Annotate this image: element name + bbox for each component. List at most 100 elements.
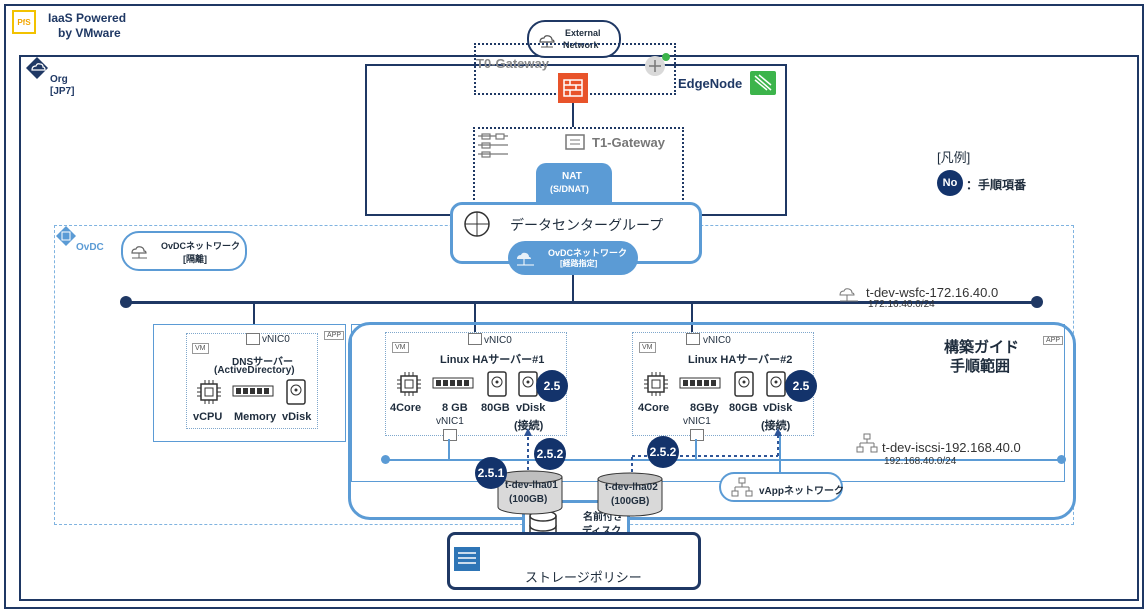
disk-lha02-line1: t-dev-lha02	[605, 482, 658, 493]
legend-title: [凡例]	[937, 150, 971, 165]
scope-line2: 手順範囲	[950, 358, 1011, 375]
storage-policy	[447, 532, 701, 590]
dns-cpu-label: vCPU	[193, 411, 223, 423]
cpu-icon	[196, 379, 222, 405]
brand-title-line1: IaaS Powered	[48, 11, 127, 25]
ha1-vm-tag: VM	[392, 342, 409, 353]
drop-ha2	[691, 303, 693, 333]
pfs-logo: PfS	[12, 10, 36, 34]
ovdc-label: OvDC	[76, 242, 104, 253]
ovdc-routed-line2: [経路指定]	[560, 259, 598, 268]
ha1-nic1-label: vNIC1	[436, 416, 464, 427]
wsfc-network-icon	[838, 286, 862, 304]
vapp-network: vAppネットワーク	[719, 472, 844, 502]
t1-router-icon	[564, 131, 586, 153]
ovdc-network-isolated: OvDCネットワーク [隔離]	[121, 231, 247, 271]
ha2-cpu: 4Core	[638, 402, 670, 414]
named-disk-line1: 名前付き	[583, 512, 623, 523]
external-network-line1: External	[565, 28, 601, 38]
bus-end-left	[120, 296, 132, 308]
ha1-nic1-icon	[443, 429, 457, 441]
ha1-nic1-drop	[448, 439, 450, 460]
ovdc-routed-line1: OvDCネットワーク	[548, 248, 628, 258]
iscsi-network-icon	[856, 433, 878, 455]
ha2-nic1-drop	[695, 439, 697, 460]
dns-nic-label: vNIC0	[262, 334, 290, 345]
disk-lha01: t-dev-lha01 (100GB)	[497, 470, 563, 516]
datacenter-group-label: データセンターグループ	[510, 217, 664, 233]
ovdc-network-routed: OvDCネットワーク [経路指定]	[508, 241, 638, 275]
cloud-network-icon	[131, 246, 147, 259]
iscsi-network-bus	[385, 459, 1062, 461]
router-icon	[644, 53, 670, 76]
ha-vapp-box	[351, 324, 1065, 482]
dns-app-tag: APP	[324, 331, 345, 340]
vapp-to-vdisk-line	[779, 432, 781, 472]
nat-line1: NAT	[562, 171, 582, 182]
scope-box	[348, 322, 1076, 520]
ha1-vdisk-line1: vDisk	[516, 402, 546, 414]
external-network-line2: Network	[563, 40, 599, 50]
disk-icon	[734, 371, 754, 397]
fw-to-t1-line	[572, 103, 574, 127]
ha-app-tag: APP	[1043, 336, 1064, 345]
step-2-5-ha1: 2.5	[536, 370, 568, 402]
ha2-disk: 80GB	[729, 402, 758, 414]
disk-icon	[286, 379, 306, 405]
ha1-memory: 8 GB	[442, 402, 468, 414]
crosshair-icon	[463, 210, 491, 238]
ha1-vdisk-line2: (接続)	[514, 420, 544, 432]
server-rack-icon	[478, 132, 508, 160]
ha2-nic1-icon	[690, 429, 704, 441]
t1-gateway-label: T1-Gateway	[592, 135, 665, 150]
iscsi-network-cidr: 192.168.40.0/24	[884, 456, 957, 467]
edge-node-label: EdgeNode	[678, 76, 743, 91]
legend-badge: No	[937, 170, 963, 196]
iscsi-network-name: t-dev-iscsi-192.168.40.0	[882, 440, 1021, 455]
ha2-vdisk-line2: (接続)	[761, 420, 791, 432]
step-2-5-2-ha1: 2.5.2	[534, 438, 566, 470]
dns-disk-label: vDisk	[282, 411, 312, 423]
memory-icon	[679, 376, 721, 392]
cpu-icon	[643, 371, 669, 397]
wsfc-network-name: t-dev-wsfc-172.16.40.0	[866, 285, 999, 300]
t0-gateway-label: T0-Gateway	[476, 56, 549, 71]
ha2-title: Linux HAサーバー#2	[688, 354, 793, 366]
dns-title-line1: DNSサーバー	[232, 357, 294, 368]
disk-icon	[487, 371, 507, 397]
cloud-network-icon	[517, 252, 534, 266]
ha1-title: Linux HAサーバー#1	[440, 354, 545, 366]
ha2-vm-tag: VM	[639, 342, 656, 353]
ha2-memory: 8GBy	[690, 402, 719, 414]
bus-end-right	[1031, 296, 1043, 308]
ovdc-isolated-line2: [隔離]	[183, 254, 207, 264]
vapp-network-label: vAppネットワーク	[759, 486, 844, 497]
disk-lha02: t-dev-lha02 (100GB)	[597, 472, 663, 518]
step-2-5-ha2: 2.5	[785, 370, 817, 402]
edge-node-icon	[750, 71, 776, 95]
disk-lha01-line1: t-dev-lha01	[505, 480, 558, 491]
nat-box: NAT (S/DNAT)	[536, 163, 612, 203]
ha1-cpu: 4Core	[390, 402, 422, 414]
vdisk-icon	[518, 371, 538, 397]
dns-memory-label: Memory	[234, 411, 277, 423]
disk-lha01-line2: (100GB)	[509, 494, 548, 505]
legend-text: ：手順項番	[966, 178, 1027, 192]
dns-title-line2: (ActiveDirectory)	[214, 365, 295, 376]
external-network: External Network	[527, 20, 621, 58]
dns-vm-tag: VM	[192, 343, 209, 354]
disk-lha02-line2: (100GB)	[611, 496, 650, 507]
org-label-line2: [JP7]	[50, 86, 75, 97]
org-icon	[26, 57, 48, 79]
nat-line2: (S/DNAT)	[550, 184, 589, 194]
ha1-disk: 80GB	[481, 402, 510, 414]
named-disk-line2: ディスク	[582, 522, 621, 537]
iaas-frame	[4, 4, 1144, 609]
dns-nic-icon	[246, 333, 260, 345]
scope-line1: 構築ガイド	[944, 339, 1020, 356]
ha2-vdisk-line1: vDisk	[763, 402, 793, 414]
wsfc-network-bus	[125, 301, 1038, 304]
storage-policy-icon	[453, 546, 481, 572]
ha2-nic0-icon	[686, 333, 700, 345]
wsfc-network-cidr: 172.16.40.0/24	[868, 299, 935, 310]
